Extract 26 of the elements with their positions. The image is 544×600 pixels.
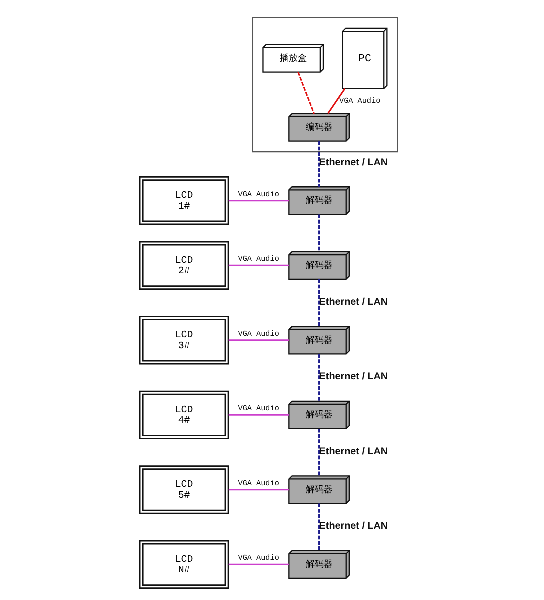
- edge-label: Ethernet / LAN: [319, 372, 388, 383]
- connector: [318, 142, 320, 188]
- connector: [228, 414, 290, 416]
- connector: [318, 280, 320, 327]
- connector: [318, 429, 320, 476]
- cluster: [252, 17, 398, 153]
- connector: [318, 354, 320, 402]
- connector: [228, 340, 290, 342]
- connector: [228, 264, 290, 266]
- connector: [228, 564, 290, 566]
- edge-label: Ethernet / LAN: [319, 157, 388, 168]
- edge-label: Ethernet / LAN: [319, 296, 388, 308]
- connector: [228, 200, 290, 202]
- node-box: LCD 5#: [139, 466, 230, 514]
- node-box: LCD 2#: [139, 241, 230, 290]
- node-box: LCD N#: [139, 540, 230, 589]
- connector: [318, 504, 320, 551]
- connector: [298, 72, 316, 114]
- node-box: LCD 4#: [139, 390, 230, 440]
- edge-label: Ethernet / LAN: [319, 446, 388, 458]
- connector: [318, 214, 320, 252]
- edge-label: Ethernet / LAN: [319, 521, 388, 532]
- connector: [228, 489, 290, 491]
- node-box: LCD 1#: [139, 176, 230, 226]
- node-box: LCD 3#: [139, 316, 230, 365]
- connector: [328, 88, 346, 114]
